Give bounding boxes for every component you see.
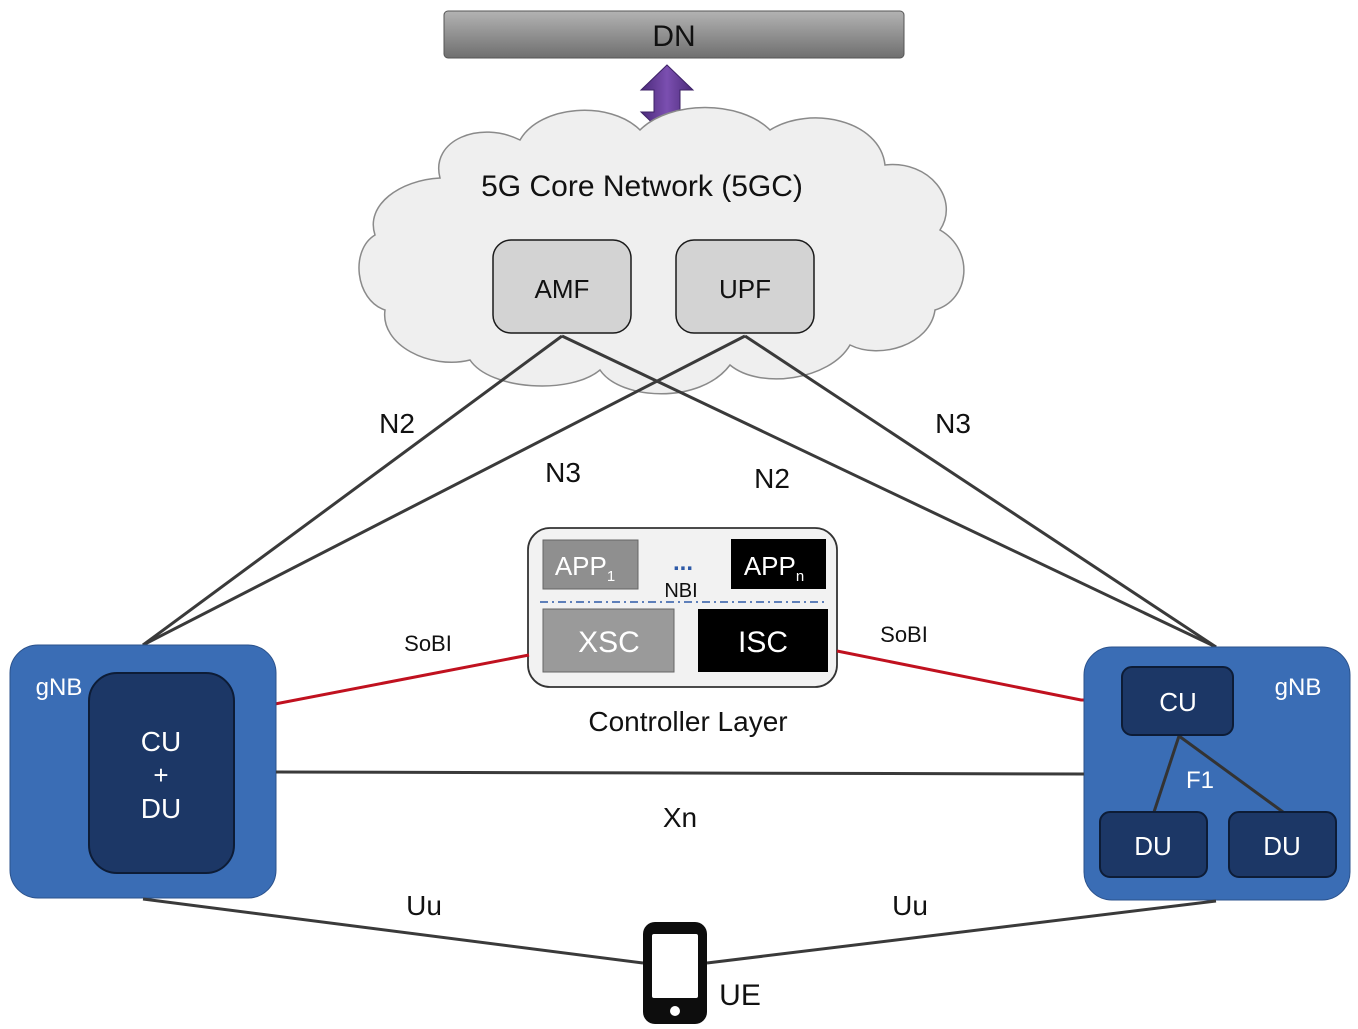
appn-label: APPn — [744, 551, 804, 585]
isc-label: ISC — [738, 626, 788, 659]
du2-label: DU — [1263, 831, 1301, 861]
core-network-title: 5G Core Network (5GC) — [481, 170, 803, 203]
n2-left-label: N2 — [379, 408, 415, 439]
uu-left-label: Uu — [406, 890, 442, 921]
appn-box — [731, 539, 826, 589]
controller-title: Controller Layer — [588, 706, 787, 737]
sobi-right-line — [836, 649, 1122, 702]
smartphone-icon — [643, 922, 707, 1024]
cu-box — [1121, 666, 1234, 736]
app1-label: APP1 — [555, 551, 615, 585]
n3-right-label: N3 — [935, 408, 971, 439]
amf-node: AMF — [492, 239, 632, 334]
uu-links — [142, 897, 1217, 965]
uu-right-label: Uu — [892, 890, 928, 921]
xn-label: Xn — [663, 802, 697, 833]
sobi-left-label: SoBI — [404, 631, 452, 656]
du1-box — [1099, 811, 1208, 878]
amf-label: AMF — [535, 274, 590, 304]
cu-du-line2: + — [153, 760, 168, 790]
upf-node: UPF — [675, 239, 815, 334]
f1-links — [1152, 734, 1284, 814]
gnb-right-label: gNB — [1275, 674, 1322, 701]
cu-label: CU — [1159, 687, 1197, 717]
dn-box: DN — [443, 10, 905, 59]
sobi-right-label: SoBI — [880, 622, 928, 647]
n3-left-line — [142, 334, 746, 647]
cu-du-unit — [88, 672, 235, 874]
n2-left-line — [142, 334, 563, 647]
dn-label: DN — [652, 20, 695, 53]
isc-box — [698, 609, 828, 672]
cu-du-line1: CU — [141, 726, 181, 757]
xsc-box — [542, 608, 675, 673]
gnb-left: gNB CU + DU — [9, 644, 277, 899]
core-links — [142, 334, 1217, 649]
f1-label: F1 — [1186, 767, 1214, 794]
n2-right-label: N2 — [754, 463, 790, 494]
core-network-cloud — [358, 106, 965, 395]
ellipsis-label: ... — [673, 549, 693, 576]
xsc-label: XSC — [578, 626, 640, 659]
sobi-left-line — [235, 653, 530, 707]
controller-layer: APP1 ... NBI APPn XSC ISC — [527, 527, 838, 688]
nbi-label: NBI — [664, 580, 697, 602]
du1-label: DU — [1134, 831, 1172, 861]
app1-box — [542, 539, 639, 590]
cu-du-line3: DU — [141, 793, 181, 824]
gnb-right: gNB CU F1 DU DU — [1083, 646, 1351, 901]
ue-label: UE — [719, 979, 761, 1012]
du2-box — [1228, 811, 1337, 878]
n3-left-label: N3 — [545, 457, 581, 488]
gnb-left-label: gNB — [36, 674, 83, 701]
xn-line — [275, 770, 1085, 776]
upf-label: UPF — [719, 274, 771, 304]
n2-right-line — [561, 334, 1217, 649]
n3-right-line — [744, 334, 1217, 649]
